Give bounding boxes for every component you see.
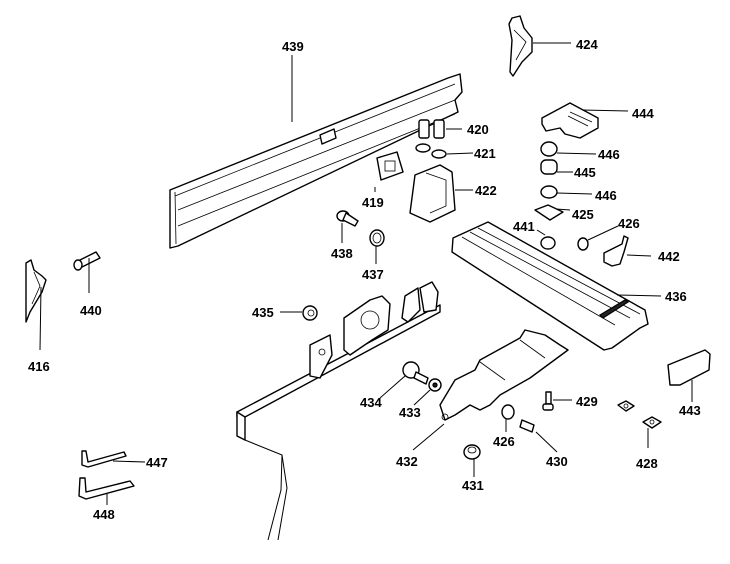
part-419-insert[interactable]: 419: [362, 151, 404, 210]
label-443: 443: [679, 403, 701, 418]
label-420: 420: [467, 122, 489, 137]
part-445-spacer[interactable]: 445: [540, 159, 596, 180]
label-433: 433: [399, 405, 421, 420]
label-446-top: 446: [598, 147, 620, 162]
label-437: 437: [362, 267, 384, 282]
part-434-knob[interactable]: 434: [360, 361, 429, 410]
part-437-grommet[interactable]: 437: [362, 229, 385, 282]
label-445: 445: [574, 165, 596, 180]
part-426-lower-washer[interactable]: 426: [493, 404, 515, 449]
label-416: 416: [28, 359, 50, 374]
label-440: 440: [80, 303, 102, 318]
part-441-nut[interactable]: 441: [513, 219, 556, 250]
label-448: 448: [93, 507, 115, 522]
part-430-bushing[interactable]: 430: [519, 419, 568, 469]
label-441: 441: [513, 219, 535, 234]
label-435: 435: [252, 305, 274, 320]
part-424-bracket[interactable]: 424: [508, 15, 598, 77]
label-446-bottom: 446: [595, 188, 617, 203]
label-434: 434: [360, 395, 382, 410]
part-444-clamp[interactable]: 444: [541, 102, 654, 139]
label-447: 447: [146, 455, 168, 470]
label-444: 444: [632, 106, 654, 121]
label-442: 442: [658, 249, 680, 264]
label-421: 421: [474, 146, 496, 161]
part-433-washer[interactable]: 433: [399, 378, 442, 420]
part-429-screw[interactable]: 429: [542, 391, 598, 411]
label-422: 422: [475, 183, 497, 198]
part-420-bolts[interactable]: 420: [418, 119, 489, 139]
part-square-nut[interactable]: [617, 400, 635, 412]
part-436-extrusion-rail[interactable]: 436: [451, 221, 687, 351]
part-439-fence-rail[interactable]: 439: [169, 39, 463, 249]
part-447-hex-key[interactable]: 447: [81, 450, 168, 470]
label-419: 419: [362, 195, 384, 210]
part-435-nut[interactable]: 435: [252, 305, 318, 321]
table-frame: [236, 281, 441, 541]
part-440-pin[interactable]: 440: [73, 251, 102, 318]
label-432: 432: [396, 454, 418, 469]
label-424: 424: [576, 37, 598, 52]
label-426-bottom: 426: [493, 434, 515, 449]
part-446-lower-bushing[interactable]: 446: [540, 185, 617, 203]
part-425-plate[interactable]: 425: [534, 204, 594, 222]
label-425-top: 425: [572, 207, 594, 222]
part-428-nut[interactable]: 428: [636, 416, 662, 471]
label-439: 439: [282, 39, 304, 54]
part-446-upper-bushing[interactable]: 446: [540, 141, 620, 162]
part-443-end-cap[interactable]: 443: [667, 349, 711, 418]
label-429: 429: [576, 394, 598, 409]
label-426-top: 426: [618, 216, 640, 231]
part-416-bracket[interactable]: 416: [25, 259, 50, 374]
part-426-washer[interactable]: 426: [577, 216, 640, 251]
part-432-bracket-arm[interactable]: 432: [396, 329, 569, 469]
label-428: 428: [636, 456, 658, 471]
part-421-washers[interactable]: 421: [415, 143, 496, 161]
part-448-hex-key[interactable]: 448: [78, 477, 135, 522]
part-422-support[interactable]: 422: [409, 164, 497, 223]
part-442-lever[interactable]: 442: [603, 235, 680, 267]
label-431: 431: [462, 478, 484, 493]
part-431-nut[interactable]: 431: [462, 444, 484, 493]
part-438-screw[interactable]: 438: [331, 210, 359, 261]
label-436: 436: [665, 289, 687, 304]
label-430: 430: [546, 454, 568, 469]
label-438: 438: [331, 246, 353, 261]
